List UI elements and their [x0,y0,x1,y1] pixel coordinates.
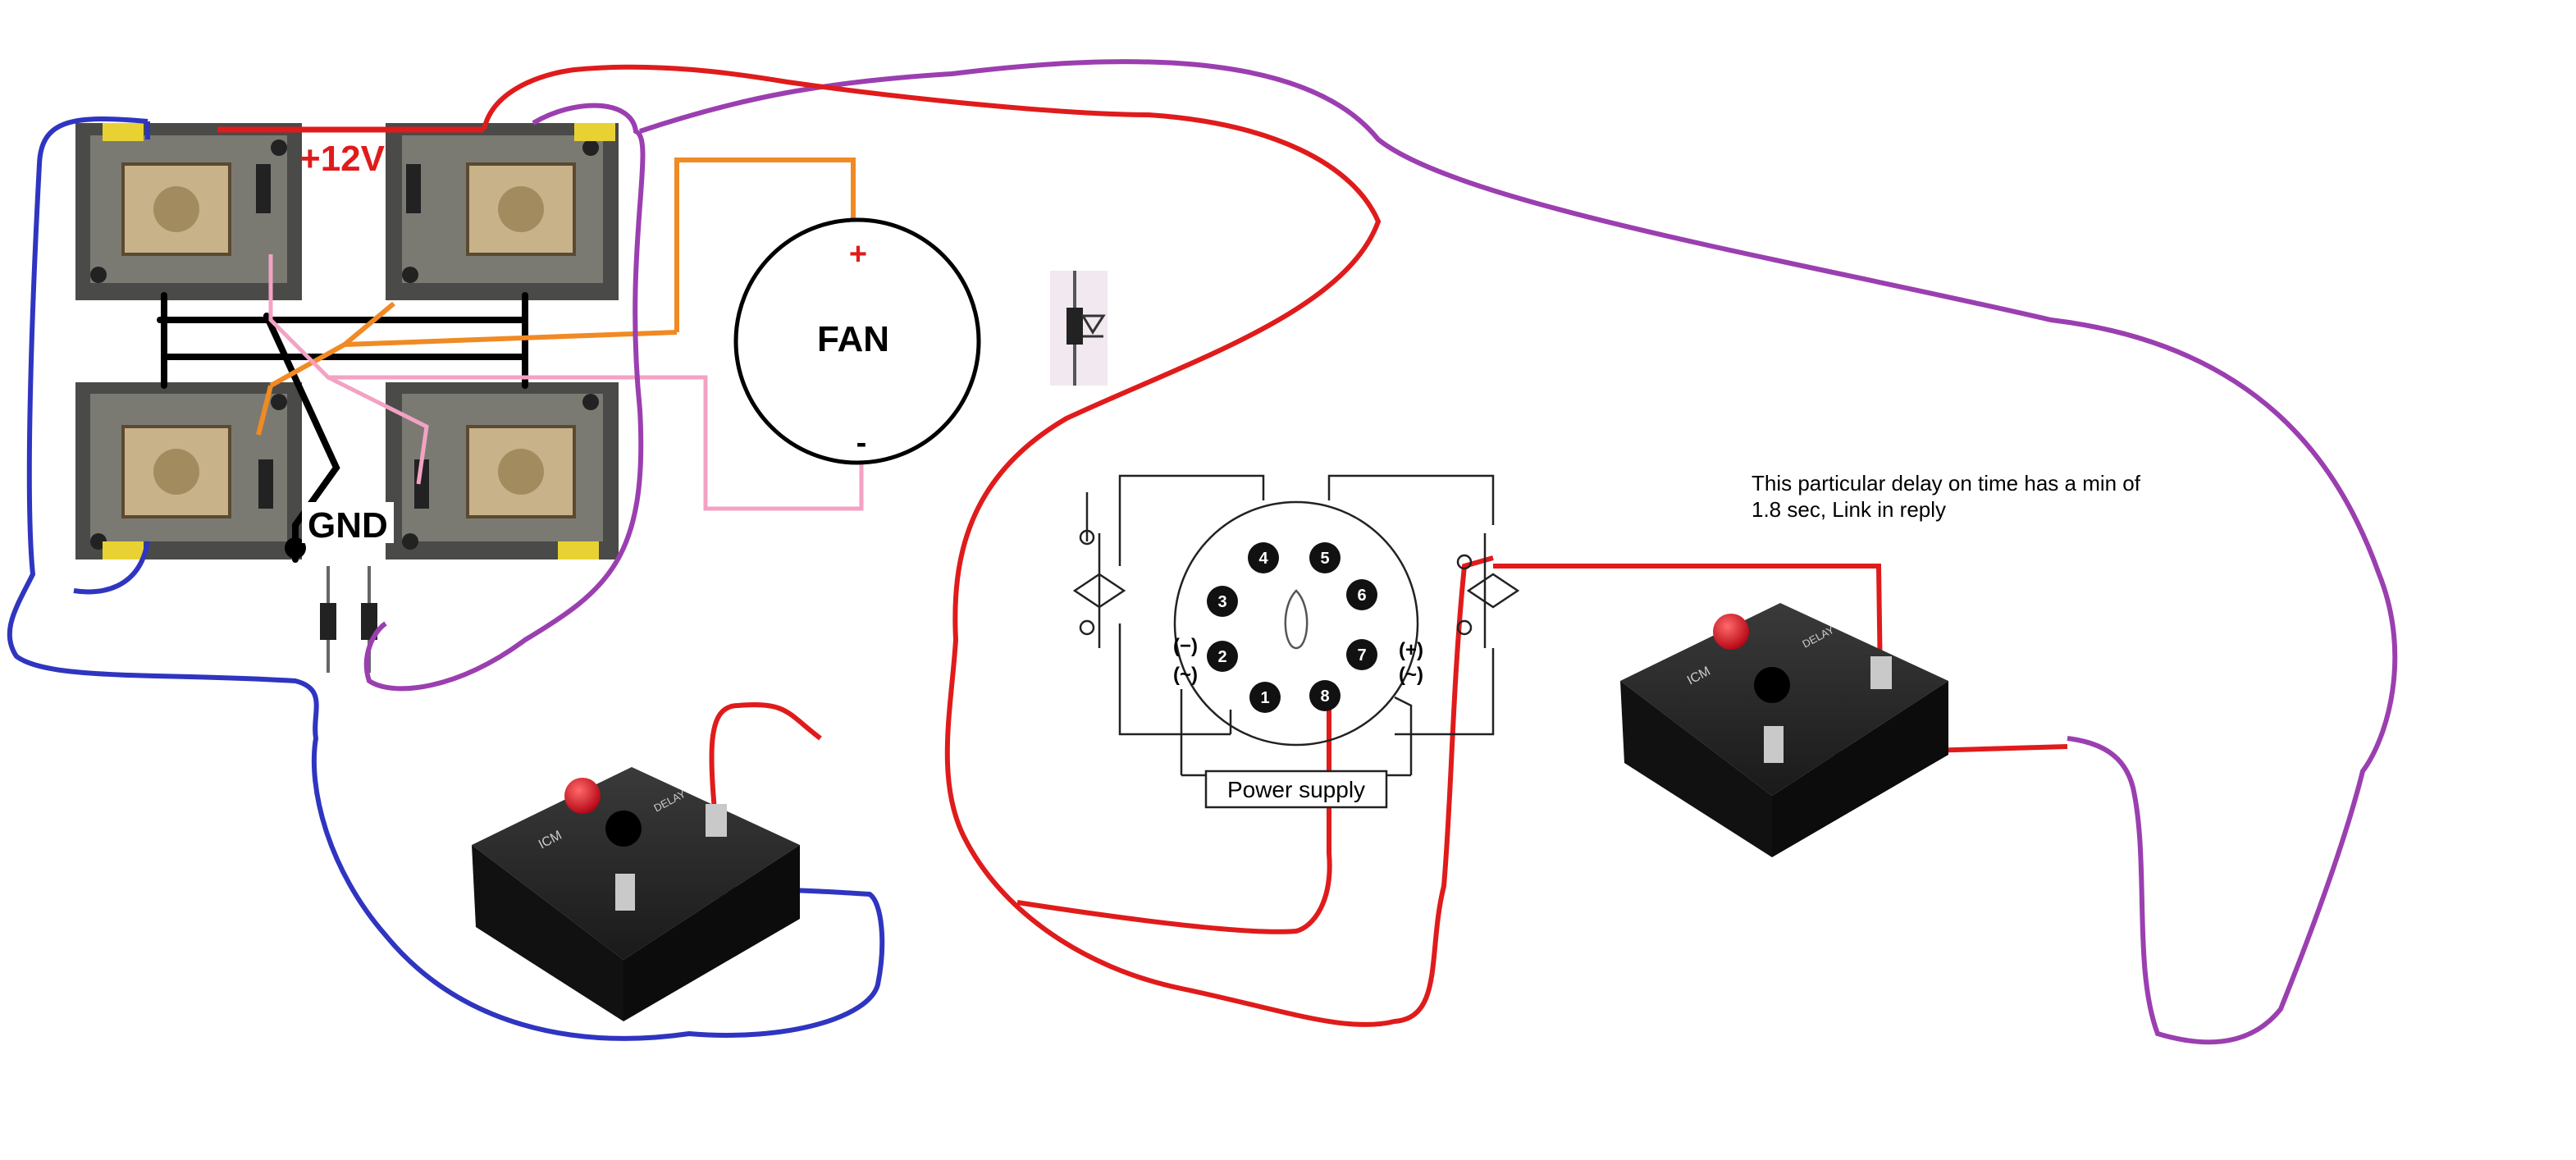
note-line-1: This particular delay on time has a min … [1752,471,2141,496]
red-loop-wire [482,64,1494,1028]
fan-minus-label: - [856,426,867,460]
fan-label: FAN [817,319,889,359]
pink-wire [268,254,864,511]
plus-12v-label: +12V [299,139,386,179]
pin-4-label: 4 [1258,550,1268,568]
pin-1 [1249,682,1281,713]
relay-bottom-left [75,382,302,559]
fan-plus-label: + [849,237,867,272]
pin-8 [1309,680,1341,711]
diode-symbol [1050,271,1108,386]
gnd-node [285,537,306,559]
pin-4 [1248,542,1279,573]
pin-2 [1207,641,1238,672]
relay-top-right [386,123,619,300]
relay-socket [1072,474,1520,777]
pin-minus-label: (−) [1173,635,1198,657]
power-supply-box: Power supply [1204,770,1388,809]
pin-6-label: 6 [1357,587,1366,605]
pin-ac-right-label: (~) [1399,664,1423,686]
blue-wire [7,116,885,1041]
power-supply-label: Power supply [1227,777,1365,802]
pin-5 [1309,542,1341,573]
pin-7 [1346,639,1377,670]
timer-module-right: ICM DELAY [1620,603,1948,857]
pin-6 [1346,579,1377,610]
purple-wire [363,59,2398,1045]
socket-pins: 1 2 3 4 5 6 7 8 [1207,542,1377,713]
relay-top-left [75,123,302,300]
red-wire-right-timer [1493,564,1883,682]
relay-bottom-right [386,382,619,559]
pin-2-label: 2 [1217,648,1226,666]
pin-7-label: 7 [1357,646,1366,664]
pin-8-label: 8 [1320,687,1329,706]
timer-module-left: ICM DELAY [472,767,800,1021]
gnd-label: GND [308,505,388,546]
pin-1-label: 1 [1260,689,1269,707]
pin-3-label: 3 [1217,593,1226,611]
pin-5-label: 5 [1320,550,1329,568]
pin-ac-left-label: (~) [1173,664,1198,686]
orange-wire [256,158,856,436]
fan: FAN + - [733,217,981,465]
pin-plus-label: (+) [1399,639,1423,661]
note-line-2: 1.8 sec, Link in reply [1752,497,1946,522]
pin-3 [1207,586,1238,617]
